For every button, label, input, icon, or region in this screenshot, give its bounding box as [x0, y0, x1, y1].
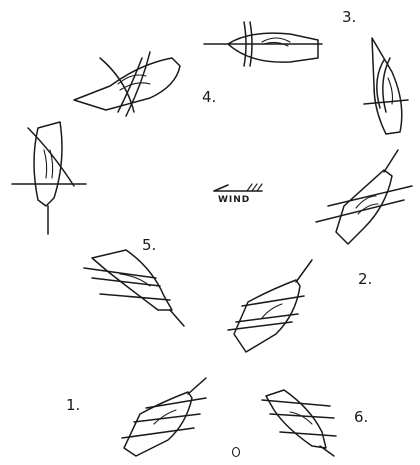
boat-right — [316, 150, 412, 244]
boat-2 — [228, 260, 312, 352]
label-2: 2. — [358, 272, 372, 287]
boat-top — [204, 22, 322, 66]
zero-mark — [233, 448, 240, 457]
boat-6 — [262, 390, 336, 456]
label-5: 5. — [142, 238, 156, 253]
boat-3 — [364, 38, 408, 134]
boat-5 — [84, 250, 184, 326]
label-4: 4. — [202, 90, 216, 105]
boat-4 — [74, 52, 180, 116]
boat-1 — [122, 378, 206, 456]
label-1: 1. — [66, 398, 80, 413]
label-6: 6. — [354, 410, 368, 425]
wind-arrow — [214, 184, 262, 191]
boat-left — [12, 122, 86, 234]
label-3: 3. — [342, 10, 356, 25]
wind-label: WIND — [218, 196, 250, 205]
